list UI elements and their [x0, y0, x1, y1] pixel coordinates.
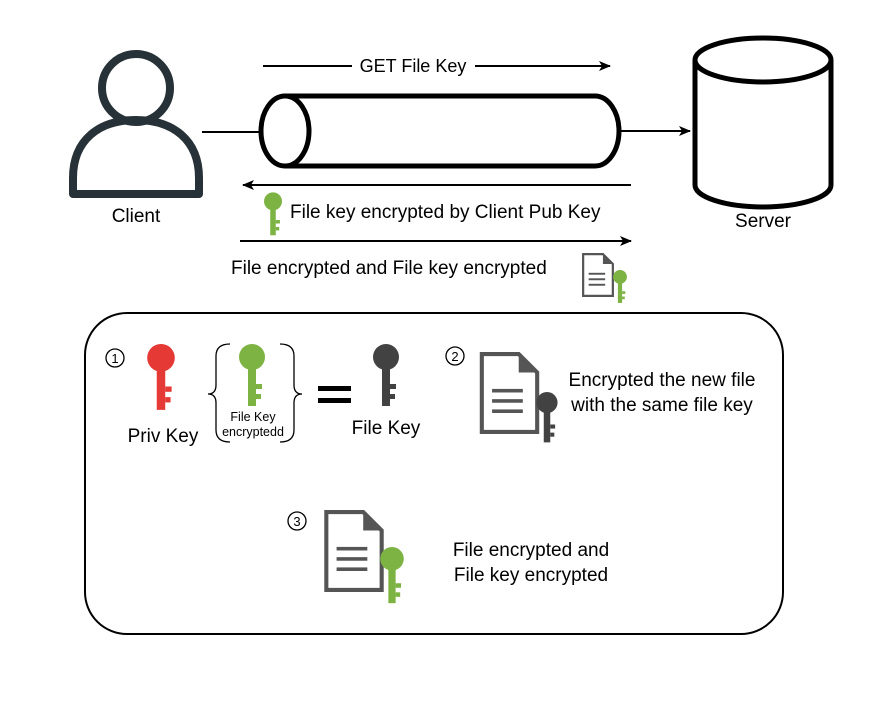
- equals-sign-top: [318, 386, 351, 391]
- step-2-text-line2: with the same file key: [570, 395, 753, 416]
- step-number-badge: [445, 346, 465, 366]
- upload-label: File encrypted and File key encrypted: [231, 258, 547, 279]
- step-1: 1 Priv Key File Key encryptedd File Key: [105, 343, 421, 447]
- response-label: File key encrypted by Client Pub Key: [290, 202, 601, 223]
- priv-key-label: Priv Key: [128, 426, 199, 447]
- equals-sign-bottom: [318, 398, 351, 403]
- left-brace: [207, 343, 231, 443]
- step-number-badge: [287, 511, 307, 531]
- process-panel: [84, 312, 784, 635]
- request-label: GET File Key: [360, 56, 467, 76]
- step-number: 2: [451, 349, 458, 364]
- encrypted-document-icon: [582, 252, 627, 303]
- step-number: 1: [111, 351, 118, 366]
- step-3: 3 File encrypted and File key encrypted: [287, 511, 609, 604]
- encrypted-key-label-line1: File Key: [230, 410, 276, 424]
- file-key-label: File Key: [352, 418, 421, 439]
- green-key-icon: [264, 192, 282, 236]
- red-key-icon: [147, 344, 175, 410]
- client-label: Client: [112, 206, 161, 227]
- dark-key-icon: [536, 392, 558, 443]
- step-number: 3: [293, 514, 300, 529]
- green-key-icon: [380, 547, 404, 604]
- encrypted-key-label-line2: encryptedd: [222, 425, 284, 439]
- step-3-text-line2: File key encrypted: [454, 565, 608, 586]
- green-key-icon: [613, 270, 627, 303]
- server-database-icon: [692, 35, 834, 210]
- document-icon: [482, 354, 537, 432]
- right-brace: [279, 343, 303, 443]
- step-3-text-line1: File encrypted and: [453, 540, 609, 561]
- step-number-badge: [105, 348, 125, 368]
- green-key-icon: [239, 344, 265, 406]
- channel-cylinder-pipe-icon: [258, 93, 622, 169]
- step-2: 2 Encrypted the new file with the same f…: [445, 346, 756, 443]
- document-icon: [326, 512, 381, 590]
- step-2-text-line1: Encrypted the new file: [569, 370, 756, 391]
- client-user-icon: [69, 50, 203, 198]
- dark-key-icon: [373, 344, 399, 406]
- server-label: Server: [735, 211, 792, 232]
